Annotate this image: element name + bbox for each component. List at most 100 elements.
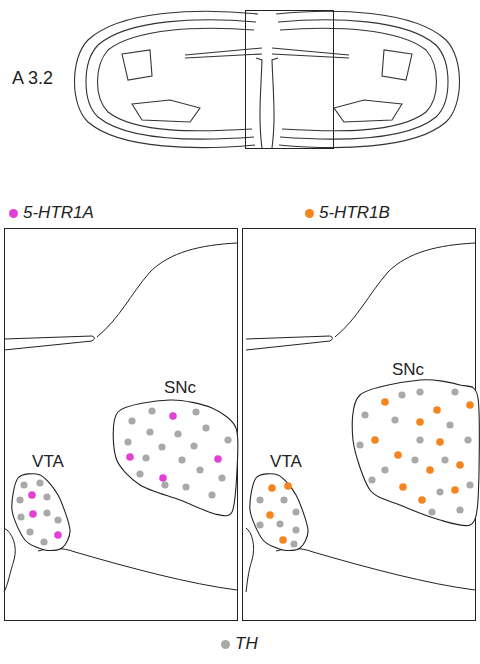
gene-name: TH [235, 634, 258, 654]
section-coordinate: A 3.2 [12, 68, 53, 88]
cell-dot [28, 491, 36, 499]
midline [272, 58, 278, 148]
cell-dot [146, 428, 153, 435]
cell-dot [159, 474, 167, 482]
cell-dot [202, 424, 209, 431]
cell-dot [43, 509, 50, 516]
right-hemisphere [272, 11, 460, 148]
cell-dot [416, 436, 423, 443]
cell-dot [290, 540, 297, 547]
cell-dot [416, 388, 423, 395]
cell-dot [136, 470, 143, 477]
cell-dot [16, 496, 23, 503]
cell-dot [142, 454, 149, 461]
cell-dot [466, 481, 473, 488]
gene-name: 5-HTR1B [319, 203, 390, 223]
cortex-layer [98, 28, 255, 130]
region-outline [250, 474, 308, 551]
cell-dot [20, 481, 27, 488]
brain-section [75, 11, 460, 149]
tissue-edge [4, 528, 15, 592]
brain-region: SNc [110, 378, 240, 520]
cell-dot [292, 508, 299, 515]
left-hemisphere [75, 11, 263, 148]
cell-dot [124, 438, 131, 445]
inner-structure [122, 50, 152, 80]
cell-dot [391, 416, 398, 423]
cell-dot [266, 511, 274, 519]
cortex-outline [75, 11, 259, 147]
cell-dot [456, 461, 464, 469]
aqueduct-slit [246, 336, 333, 350]
region-outline [12, 474, 70, 551]
tissue-edge [276, 549, 475, 591]
cell-dot [182, 483, 189, 490]
cell-dot [398, 391, 405, 398]
region-shape [350, 360, 480, 530]
legend-swatch [305, 209, 314, 218]
inner-structure [382, 50, 412, 80]
cell-dot [381, 466, 388, 473]
region-label: SNc [164, 378, 196, 398]
cell-dot [190, 442, 197, 449]
cell-dot [399, 483, 407, 491]
cell-dot [158, 443, 165, 450]
cell-dot [43, 493, 50, 500]
cell-dot [466, 401, 474, 409]
midline-slit [185, 48, 262, 58]
cell-dot [169, 412, 177, 420]
cell-dot [451, 388, 458, 395]
legend-item: TH [221, 634, 258, 654]
tissue-edge [38, 549, 237, 591]
cell-dot [411, 456, 418, 463]
cell-dot [446, 421, 453, 428]
cell-dot [368, 476, 375, 483]
cell-dot [276, 520, 283, 527]
region-label: VTA [270, 452, 302, 472]
cell-dot [456, 506, 463, 513]
cell-dot [29, 510, 37, 518]
cell-dot [292, 526, 299, 533]
cortex-layer [86, 20, 256, 139]
midline-slit [272, 48, 349, 58]
cell-dot [356, 441, 363, 448]
cell-dot [148, 407, 155, 414]
cell-dot [36, 479, 43, 486]
cell-dot [279, 536, 287, 544]
legend-swatch [221, 640, 230, 649]
cell-dot [361, 411, 368, 418]
cortex-outline [276, 11, 460, 147]
inner-structure [334, 100, 402, 122]
tissue-edge [335, 243, 475, 337]
cell-dot [416, 418, 424, 426]
cell-dot [40, 538, 47, 545]
gene-name: 5-HTR1A [23, 203, 94, 223]
cell-dot [208, 491, 215, 498]
left-panel [4, 229, 238, 621]
brain-region: SNc [350, 360, 480, 530]
region-outline [113, 400, 238, 516]
cell-dot [26, 528, 33, 535]
cell-dot [426, 466, 434, 474]
brain-region: VTA [8, 452, 76, 554]
cell-dot [224, 436, 231, 443]
legend-swatch [9, 209, 18, 218]
region-outline [352, 380, 479, 526]
cell-dot [54, 531, 62, 539]
cell-dot [268, 484, 276, 492]
cell-dot [214, 455, 222, 463]
cell-dot [128, 417, 135, 424]
cortex-layer [278, 20, 448, 139]
cell-dot [196, 466, 203, 473]
cell-dot [256, 521, 263, 528]
cell-dot [54, 516, 61, 523]
panel-frame [5, 229, 238, 621]
cell-dot [371, 436, 379, 444]
cell-dot [436, 438, 444, 446]
cortex-layer [280, 28, 437, 130]
tissue-edge [97, 243, 237, 337]
brain-region: VTA [246, 452, 314, 554]
